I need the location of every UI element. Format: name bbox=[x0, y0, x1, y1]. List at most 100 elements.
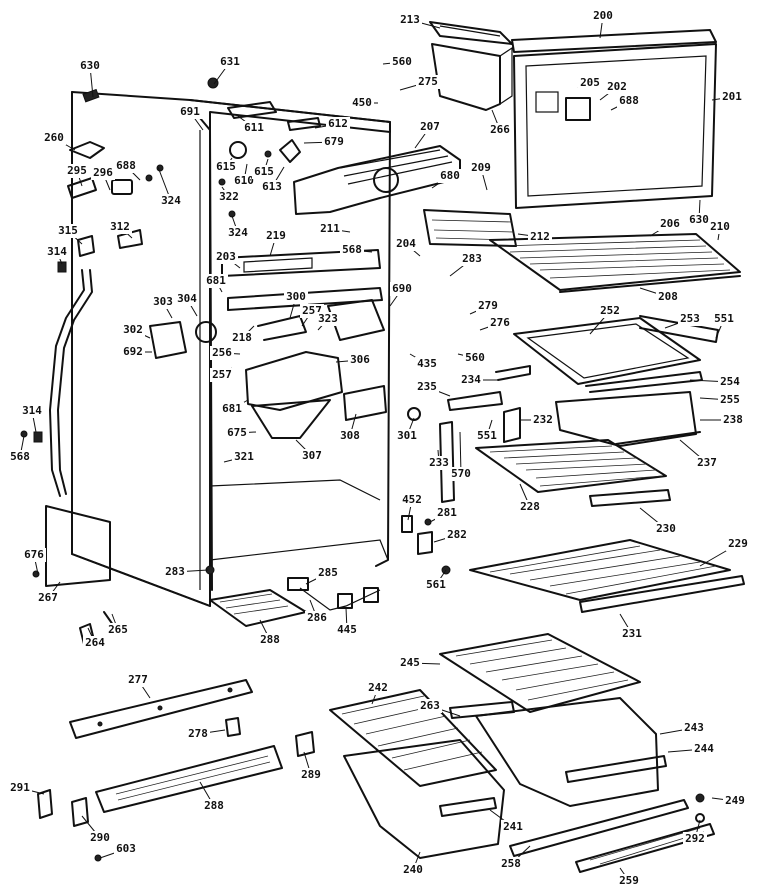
callout-bg-205 bbox=[578, 76, 602, 90]
callout-label-445: 445 bbox=[337, 623, 357, 636]
callout-label-322: 322 bbox=[219, 190, 239, 203]
callout-bg-631 bbox=[218, 55, 242, 69]
hinge-parts bbox=[20, 77, 219, 578]
callout-bg-603 bbox=[114, 842, 138, 856]
callout-label-233: 233 bbox=[429, 456, 449, 469]
callout-label-679: 679 bbox=[324, 135, 344, 148]
freezer-wire-shelf bbox=[489, 233, 741, 293]
callout-bg-688b bbox=[114, 159, 138, 173]
callout-label-267: 267 bbox=[38, 591, 58, 604]
callout-label-259: 259 bbox=[619, 874, 639, 887]
callout-bg-303 bbox=[151, 295, 175, 309]
callout-bg-266 bbox=[488, 123, 512, 137]
callout-label-275: 275 bbox=[418, 75, 438, 88]
callout-label-610: 610 bbox=[234, 174, 254, 187]
callout-label-231: 231 bbox=[622, 627, 642, 640]
callout-label-681b: 681 bbox=[222, 402, 242, 415]
callout-bg-615a bbox=[214, 160, 238, 174]
kick-plate-rail bbox=[69, 679, 253, 739]
callout-bg-212 bbox=[528, 230, 552, 244]
callout-bg-267 bbox=[36, 591, 60, 605]
callout-bg-258 bbox=[499, 857, 523, 871]
callout-bg-213 bbox=[398, 13, 422, 27]
callout-bg-692 bbox=[121, 345, 145, 359]
callout-bg-285 bbox=[316, 566, 340, 580]
cabinet-body bbox=[71, 91, 391, 607]
callout-label-243: 243 bbox=[684, 721, 704, 734]
crisper-cover-right bbox=[439, 633, 641, 719]
callout-label-611: 611 bbox=[244, 121, 264, 134]
callout-bg-568b bbox=[8, 450, 32, 464]
callout-label-676: 676 bbox=[24, 548, 44, 561]
callout-bg-290 bbox=[88, 831, 112, 845]
full-wire-shelf bbox=[469, 539, 745, 613]
callout-bg-237 bbox=[695, 456, 719, 470]
callout-bg-307 bbox=[300, 449, 324, 463]
callout-label-210: 210 bbox=[710, 220, 730, 233]
callout-label-256: 256 bbox=[212, 346, 232, 359]
callout-bg-690 bbox=[390, 282, 414, 296]
callout-bg-204 bbox=[394, 237, 418, 251]
cabinet-back-panel bbox=[45, 505, 111, 587]
callout-bg-610 bbox=[232, 174, 256, 188]
callout-label-307: 307 bbox=[302, 449, 322, 462]
callout-label-201: 201 bbox=[722, 90, 742, 103]
callout-bg-245 bbox=[398, 656, 422, 670]
callout-label-290: 290 bbox=[90, 831, 110, 844]
callout-bg-210 bbox=[708, 220, 732, 234]
ice-maker-housing bbox=[245, 351, 421, 439]
callout-label-252: 252 bbox=[600, 304, 620, 317]
callout-label-321: 321 bbox=[234, 450, 254, 463]
callout-label-688b: 688 bbox=[116, 159, 136, 172]
callout-label-301: 301 bbox=[397, 429, 417, 442]
callout-bg-257b bbox=[210, 368, 234, 382]
callout-label-288b: 288 bbox=[204, 799, 224, 812]
callout-bg-300 bbox=[284, 290, 308, 304]
callout-label-630b: 630 bbox=[689, 213, 709, 226]
callout-label-688a: 688 bbox=[619, 94, 639, 107]
callout-bg-206a bbox=[658, 217, 682, 231]
callout-bg-256 bbox=[210, 346, 234, 360]
callout-bg-435 bbox=[415, 357, 439, 371]
callout-bg-302 bbox=[121, 323, 145, 337]
callout-bg-323 bbox=[316, 312, 340, 326]
callout-bg-231 bbox=[620, 627, 644, 641]
callout-bg-314a bbox=[45, 245, 69, 259]
callout-bg-315 bbox=[56, 224, 80, 238]
callout-label-304: 304 bbox=[177, 292, 197, 305]
callout-label-230: 230 bbox=[656, 522, 676, 535]
callout-label-281b: 291 bbox=[10, 781, 30, 794]
callout-label-314b: 314 bbox=[22, 404, 42, 417]
callout-label-324b: 324 bbox=[228, 226, 248, 239]
callout-bg-308 bbox=[338, 429, 362, 443]
callout-label-435: 435 bbox=[417, 357, 437, 370]
callout-bg-252 bbox=[598, 304, 622, 318]
callout-label-282: 282 bbox=[447, 528, 467, 541]
callout-label-206a: 206 bbox=[660, 217, 680, 230]
callout-label-257b: 257 bbox=[212, 368, 232, 381]
callout-label-228: 228 bbox=[520, 500, 540, 513]
callout-label-568b: 568 bbox=[10, 450, 30, 463]
callout-label-681a: 681 bbox=[206, 274, 226, 287]
callout-label-452: 452 bbox=[402, 493, 422, 506]
callout-bg-289 bbox=[299, 768, 323, 782]
callout-bg-681b bbox=[220, 402, 244, 416]
callout-label-630a: 630 bbox=[80, 59, 100, 72]
callout-label-306: 306 bbox=[350, 353, 370, 366]
callout-bg-253 bbox=[678, 312, 702, 326]
callout-bg-568a bbox=[340, 243, 364, 257]
callout-bg-676 bbox=[22, 548, 46, 562]
callout-bg-260 bbox=[42, 131, 66, 145]
callout-label-675: 675 bbox=[227, 426, 247, 439]
callout-bg-283 bbox=[460, 252, 484, 266]
callout-label-612: 612 bbox=[328, 117, 348, 130]
callout-label-254: 254 bbox=[720, 375, 740, 388]
callout-label-204: 204 bbox=[396, 237, 416, 250]
callout-bg-281b bbox=[8, 781, 32, 795]
callout-bg-445 bbox=[335, 623, 359, 637]
callout-bg-211 bbox=[318, 222, 342, 236]
callout-bg-234 bbox=[459, 373, 483, 387]
callout-label-241: 241 bbox=[503, 820, 523, 833]
fan-motor-assembly bbox=[218, 101, 321, 218]
